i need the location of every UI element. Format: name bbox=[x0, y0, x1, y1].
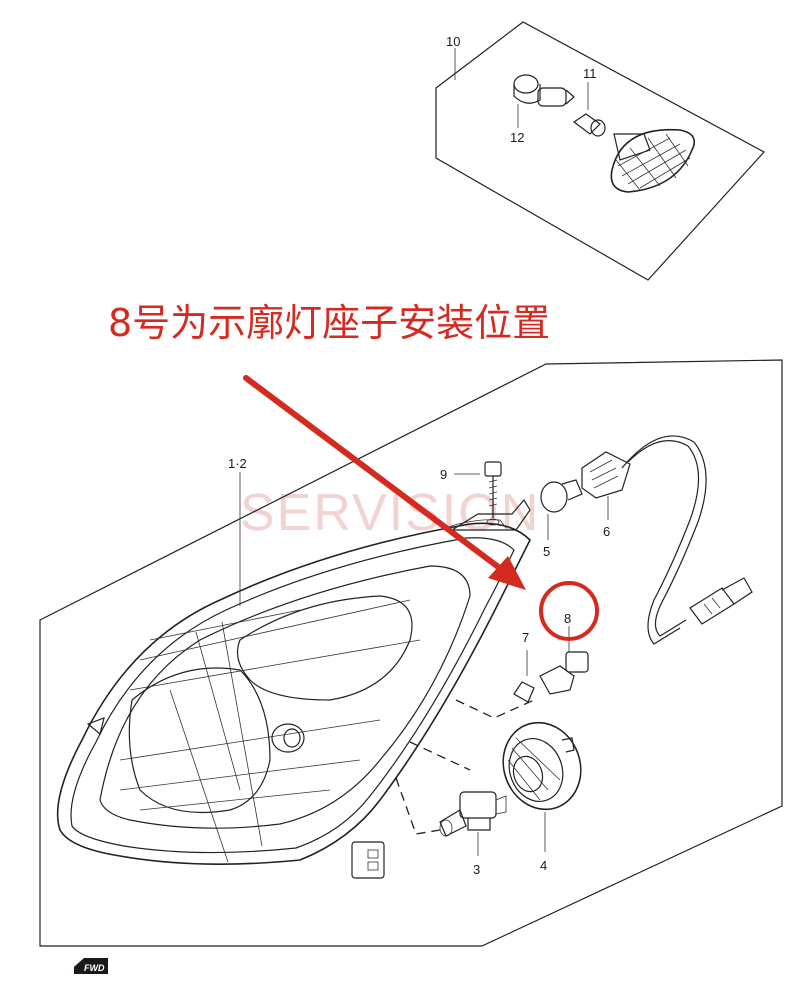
fwd-badge: FWD bbox=[66, 958, 108, 974]
fwd-label: FWD bbox=[84, 963, 105, 973]
callout-9: 9 bbox=[440, 467, 447, 482]
assembly-dash-7-8 bbox=[455, 699, 535, 719]
side-marker-assembly bbox=[435, 21, 765, 281]
headlamp-housing bbox=[56, 519, 531, 879]
side-marker-bulb-11 bbox=[572, 113, 606, 137]
side-marker-lens bbox=[610, 128, 696, 193]
callout-6: 6 bbox=[603, 524, 610, 539]
position-bulb-7 bbox=[513, 650, 535, 703]
assembly-dash-4 bbox=[409, 741, 471, 771]
turn-socket-harness-6 bbox=[581, 435, 753, 645]
annotation-headline: 8号为示廓灯座子安装位置 bbox=[108, 301, 550, 345]
headlight-bulb-3 bbox=[439, 791, 507, 856]
callout-1-2: 1·2 bbox=[228, 456, 247, 471]
side-marker-box bbox=[435, 21, 765, 281]
callout-5: 5 bbox=[543, 544, 550, 559]
bolt-9 bbox=[449, 461, 531, 531]
headlamp-assembly-box bbox=[39, 359, 783, 947]
callout-12: 12 bbox=[510, 130, 524, 145]
assembly-dash-3 bbox=[395, 777, 441, 835]
callout-7: 7 bbox=[522, 630, 529, 645]
callout-10: 10 bbox=[446, 34, 460, 49]
callout-11: 11 bbox=[583, 66, 597, 81]
side-marker-socket-12 bbox=[513, 74, 575, 107]
callout-3: 3 bbox=[473, 862, 480, 877]
callout-8: 8 bbox=[564, 611, 571, 626]
callout-4: 4 bbox=[540, 858, 547, 873]
turn-bulb-5 bbox=[540, 479, 583, 513]
red-circle-highlight bbox=[539, 581, 599, 641]
dust-cover-4 bbox=[502, 721, 582, 852]
red-arrow bbox=[243, 375, 526, 590]
